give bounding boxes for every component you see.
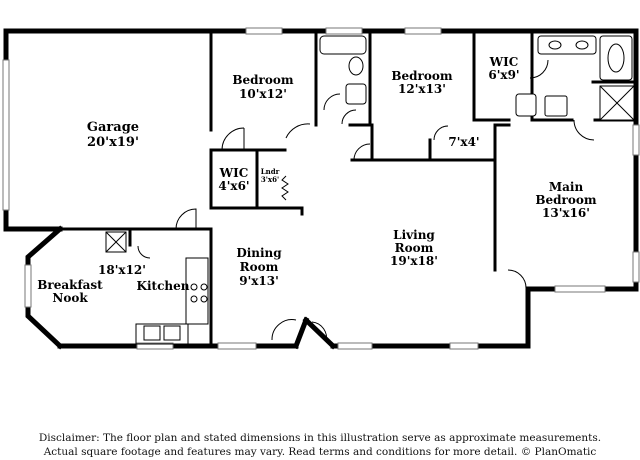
breakfast-nook-label-line1: Breakfast (37, 278, 103, 292)
dining-room-dimensions: 9'x13' (239, 274, 279, 288)
closet-dimensions: 7'x4' (448, 135, 479, 149)
kitchen-dimensions: 18'x12' (98, 263, 146, 277)
interior-walls (4, 29, 638, 348)
wic-main-dimensions: 6'x9' (488, 68, 519, 82)
bathroom-fixtures (319, 35, 635, 121)
laundry-label: Lndr (261, 167, 280, 176)
garage-label: Garage (87, 120, 139, 135)
door-swings (137, 59, 595, 343)
floor-plan: Garage 20'x19' Bedroom 10'x12' Bedroom 1… (2, 27, 640, 350)
laundry-appliance (281, 175, 289, 201)
disclaimer: Disclaimer: The floor plan and stated di… (0, 431, 640, 459)
disclaimer-line-1: Disclaimer: The floor plan and stated di… (38, 432, 602, 444)
living-room-label-line1: Living (393, 228, 435, 242)
wic-small-dimensions: 4'x6' (218, 179, 249, 193)
exterior-walls (3, 28, 639, 350)
bedroom-3-dimensions: 12'x13' (398, 82, 446, 96)
disclaimer-line-2: Actual square footage and features may v… (43, 446, 597, 458)
kitchen-label: Kitchen (137, 279, 190, 293)
laundry-dimensions: 3'x6' (261, 175, 279, 184)
wic-main-label: WIC (489, 55, 519, 69)
main-bedroom-label-line1: Main (549, 180, 584, 194)
bedroom-2-dimensions: 10'x12' (239, 87, 287, 101)
garage-dimensions: 20'x19' (87, 135, 139, 150)
window-openings (2, 27, 640, 350)
main-bedroom-dimensions: 13'x16' (542, 206, 590, 220)
living-room-dimensions: 19'x18' (390, 254, 438, 268)
dining-room-label-line1: Dining (236, 246, 282, 260)
breakfast-nook-label-line2: Nook (52, 291, 88, 305)
kitchen-fixtures (105, 231, 209, 345)
wic-small-label: WIC (219, 166, 249, 180)
bedroom-2-label: Bedroom (232, 73, 293, 87)
dining-room-label-line2: Room (240, 260, 279, 274)
bedroom-3-label: Bedroom (391, 69, 452, 83)
main-bedroom-label-line2: Bedroom (535, 193, 596, 207)
room-labels: Garage 20'x19' Bedroom 10'x12' Bedroom 1… (37, 55, 597, 305)
living-room-label-line2: Room (395, 241, 434, 255)
